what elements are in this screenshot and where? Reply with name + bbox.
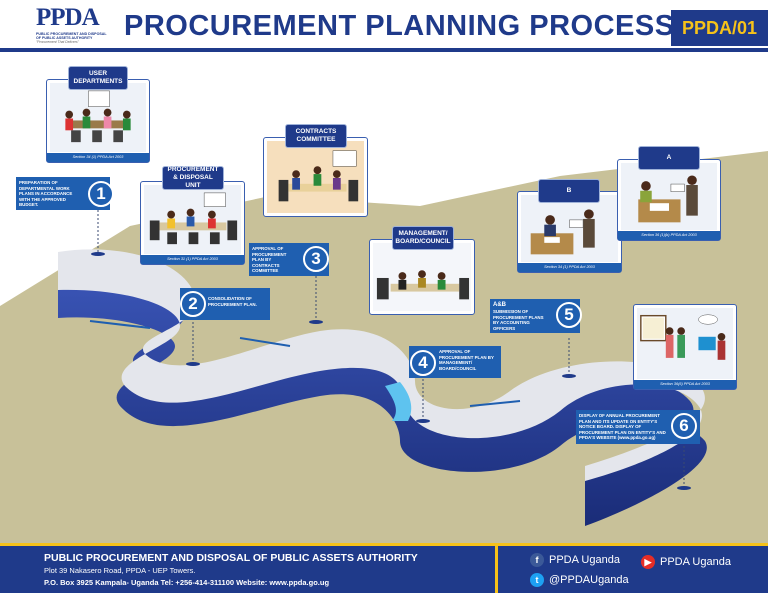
process-diagram: Section 34 (1) PPDA Act 2003 USER DEPART… xyxy=(0,56,768,543)
step-5-heading: A&B xyxy=(493,302,506,308)
panel-user-departments: Section 34 (1) PPDA Act 2003 xyxy=(46,79,150,163)
twitter-icon: t xyxy=(530,573,544,587)
legal-section-ref: Section 36 (1)(b) PPDA Act 2003 xyxy=(618,231,720,240)
panel-a: Section 36 (1)(b) PPDA Act 2003 xyxy=(617,159,721,241)
facebook-link[interactable]: f PPDA Uganda xyxy=(530,553,620,567)
facebook-icon: f xyxy=(530,553,544,567)
step-1-text: PREPARATION OF DEPARTMENTAL WORK PLANS I… xyxy=(19,180,73,208)
page-title: PROCUREMENT PLANNING PROCESS xyxy=(124,10,675,42)
logo-subtitle: PUBLIC PROCUREMENT AND DISPOSAL OF PUBLI… xyxy=(36,32,107,41)
road-highlight xyxy=(385,382,412,421)
connector-lines xyxy=(97,206,685,488)
step-4-number: 4 xyxy=(410,350,436,376)
twitter-link[interactable]: t @PPDAUganda xyxy=(530,573,629,587)
step-2-text: CONSOLIDATION OF PROCUREMENT PLAN. xyxy=(208,296,257,307)
footer-authority-name: PUBLIC PROCUREMENT AND DISPOSAL OF PUBLI… xyxy=(44,552,418,564)
lane-marking xyxy=(239,337,291,347)
legal-section-ref: Section 34 (1) PPDA Act 2003 xyxy=(47,153,149,162)
road-side xyxy=(58,267,707,526)
youtube-handle: PPDA Uganda xyxy=(660,556,731,568)
step-6-text: DISPLAY OF ANNUAL PROCUREMENT PLAN AND I… xyxy=(579,413,666,441)
logo-motto: "Procurement That Delivers" xyxy=(36,40,79,45)
youtube-link[interactable]: ▶ PPDA Uganda xyxy=(641,555,731,569)
footer-address: Plot 39 Nakasero Road, PPDA - UEP Towers… xyxy=(44,566,196,575)
step-1-number: 1 xyxy=(88,181,114,207)
legal-section-ref: Section 31 (1) PPDA Act 2003 xyxy=(141,255,244,264)
notice-board-illustration xyxy=(637,308,733,379)
lane-marking xyxy=(469,400,521,407)
legal-section-ref: Section 36(6) PPDA Act 2003 xyxy=(634,380,736,389)
footer: PUBLIC PROCUREMENT AND DISPOSAL OF PUBLI… xyxy=(0,543,768,593)
panel-procurement-disposal-unit: Section 31 (1) PPDA Act 2003 xyxy=(140,181,245,265)
handover-illustration xyxy=(621,163,717,230)
youtube-icon: ▶ xyxy=(641,555,655,569)
step-4-text: APPROVAL OF PROCUREMENT PLAN BY MANAGEME… xyxy=(439,349,494,371)
document-code-badge: PPDA/01 xyxy=(671,10,768,46)
panel-b: Section 34 (1) PPDA Act 2003 xyxy=(517,191,622,273)
step-6-number: 6 xyxy=(671,413,697,439)
ppda-logo: PPDA PUBLIC PROCUREMENT AND DISPOSAL OF … xyxy=(36,4,112,48)
step-5-text: SUBMISSION OF PROCUREMENT PLANS BY ACCOU… xyxy=(493,309,544,331)
step-5-number: 5 xyxy=(556,302,582,328)
facebook-handle: PPDA Uganda xyxy=(549,554,620,566)
step-3-number: 3 xyxy=(303,246,329,272)
road-surface xyxy=(58,249,705,481)
step-3-text: APPROVAL OF PROCUREMENT PLAN BY CONTRACT… xyxy=(252,246,287,274)
twitter-handle: @PPDAUganda xyxy=(549,574,629,586)
handover-illustration xyxy=(521,195,618,262)
meeting-illustration xyxy=(50,83,146,152)
footer-contact: P.O. Box 3925 Kampala- Uganda Tel: +256-… xyxy=(44,578,330,587)
label-procurement-disposal-unit: PROCUREMENT & DISPOSAL UNIT xyxy=(162,166,224,190)
legal-section-ref: Section 34 (1) PPDA Act 2003 xyxy=(518,263,621,272)
panel-notice-display: Section 36(6) PPDA Act 2003 xyxy=(633,304,737,390)
label-a: A xyxy=(638,146,700,170)
footer-divider xyxy=(495,546,498,593)
panel-contracts-committee xyxy=(263,137,368,217)
label-management-board-council: MANAGEMENT/ BOARD/COUNCIL xyxy=(392,226,454,250)
label-b: B xyxy=(538,179,600,203)
logo-mark: PPDA xyxy=(36,4,100,31)
meeting-illustration xyxy=(267,141,364,213)
label-contracts-committee: CONTRACTS COMMITTEE xyxy=(285,124,347,148)
connector-dots xyxy=(91,252,691,490)
header: PPDA PUBLIC PROCUREMENT AND DISPOSAL OF … xyxy=(0,0,768,52)
lane-marking xyxy=(89,320,151,329)
label-user-departments: USER DEPARTMENTS xyxy=(68,66,128,90)
meeting-illustration xyxy=(373,243,471,311)
step-2-number: 2 xyxy=(180,291,206,317)
panel-management-board-council xyxy=(369,239,475,315)
meeting-illustration xyxy=(144,185,241,254)
